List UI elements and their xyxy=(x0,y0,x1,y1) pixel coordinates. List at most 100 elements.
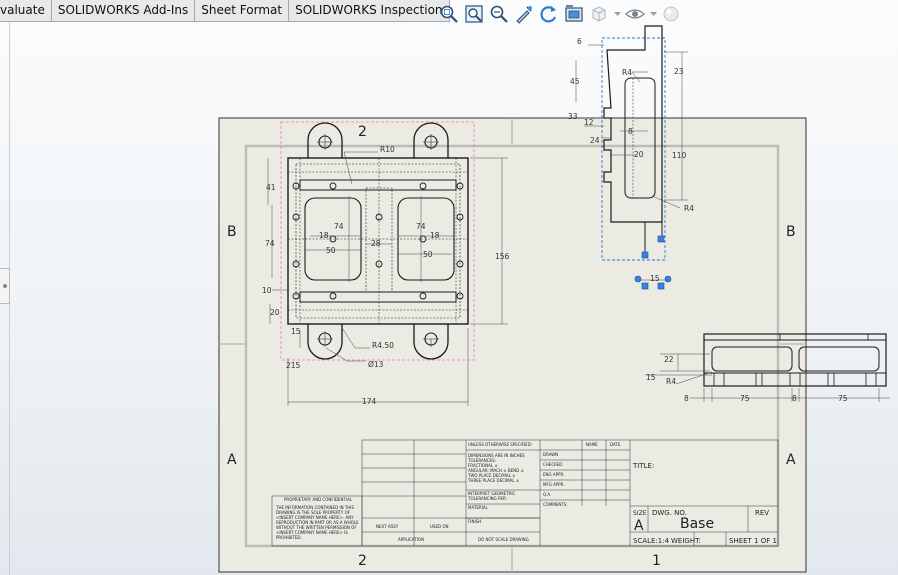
svg-text:APPLICATION: APPLICATION xyxy=(398,537,424,542)
dimension-74[interactable]: 74 xyxy=(334,222,344,231)
zone-label-left-b: B xyxy=(227,224,237,240)
dimension-45[interactable]: 45 xyxy=(570,77,580,86)
dimension-215[interactable]: 215 xyxy=(286,361,301,370)
view-orientation-icon[interactable] xyxy=(563,3,585,25)
side-drawing-view[interactable]: 6 45 R4 23 33 12 8 24 20 110 R4 15 xyxy=(568,25,694,290)
svg-text:DWG. NO.: DWG. NO. xyxy=(652,509,687,517)
select-icon[interactable] xyxy=(513,3,535,25)
dimension-8[interactable]: 8 xyxy=(792,394,797,403)
zone-label-bottom-2: 2 xyxy=(358,553,367,569)
dimension-10[interactable]: 10 xyxy=(262,286,272,295)
dimension-22[interactable]: 22 xyxy=(664,355,674,364)
svg-text:Q.A.: Q.A. xyxy=(543,492,551,497)
dimension-75[interactable]: 75 xyxy=(740,394,750,403)
dimension-15[interactable]: 15 xyxy=(291,327,301,336)
command-manager-tabs: valuate SOLIDWORKS Add-Ins Sheet Format … xyxy=(0,0,450,22)
svg-text:DIMENSIONS ARE IN INCHES: DIMENSIONS ARE IN INCHES xyxy=(468,453,525,458)
svg-text:SIZE: SIZE xyxy=(633,510,647,517)
dimension-6[interactable]: 6 xyxy=(577,37,582,46)
svg-text:MATERIAL: MATERIAL xyxy=(468,505,489,510)
title-block[interactable] xyxy=(271,439,779,547)
dimension-12[interactable]: 12 xyxy=(584,118,594,127)
zoom-to-area-icon[interactable] xyxy=(463,3,485,25)
zone-label-top-2: 2 xyxy=(358,124,367,140)
dimension-20[interactable]: 20 xyxy=(634,150,644,159)
svg-text:<INSERT COMPANY NAME HERE>. AN: <INSERT COMPANY NAME HERE>. ANY xyxy=(276,515,354,520)
svg-text:THREE PLACE DECIMAL ±: THREE PLACE DECIMAL ± xyxy=(467,478,519,483)
svg-text:WEIGHT:: WEIGHT: xyxy=(671,537,701,545)
zone-label-bottom-1: 1 xyxy=(652,553,661,569)
dimension-33[interactable]: 33 xyxy=(568,112,578,121)
dimension-18[interactable]: 18 xyxy=(430,231,440,240)
dimension-r4-50[interactable]: R4.50 xyxy=(372,341,394,350)
dimension-74[interactable]: 74 xyxy=(416,222,426,231)
svg-text:DRAWN: DRAWN xyxy=(543,452,558,457)
dimension-diameter-13[interactable]: Ø13 xyxy=(368,360,384,369)
dimension-24[interactable]: 24 xyxy=(590,136,600,145)
dimension-15[interactable]: 15 xyxy=(646,373,656,382)
dimension-28[interactable]: 28 xyxy=(371,239,381,248)
svg-text:DO NOT SCALE DRAWING: DO NOT SCALE DRAWING xyxy=(478,537,529,542)
tab-evaluate[interactable]: valuate xyxy=(0,0,52,22)
svg-text:INTERPRET GEOMETRIC: INTERPRET GEOMETRIC xyxy=(468,491,516,496)
dimension-r4[interactable]: R4 xyxy=(684,204,694,213)
dimension-18[interactable]: 18 xyxy=(319,231,329,240)
svg-text:ANGULAR: MACH ± BEND ±: ANGULAR: MACH ± BEND ± xyxy=(468,468,524,473)
svg-text:CHECKED: CHECKED xyxy=(543,462,562,467)
svg-text:WITHOUT THE WRITTEN PERMISSION: WITHOUT THE WRITTEN PERMISSION OF xyxy=(276,525,357,530)
dimension-74-left[interactable]: 74 xyxy=(265,239,275,248)
svg-text:SHEET 1 OF 1: SHEET 1 OF 1 xyxy=(729,537,777,545)
tab-solidworks-inspection[interactable]: SOLIDWORKS Inspection xyxy=(289,0,450,22)
chevron-down-icon[interactable] xyxy=(613,3,621,25)
dimension-75[interactable]: 75 xyxy=(838,394,848,403)
front-drawing-view[interactable]: R10 41 74 18 50 74 28 74 18 50 156 10 20… xyxy=(262,121,510,406)
drawing-sheet xyxy=(218,117,807,573)
zoom-in-out-icon[interactable] xyxy=(488,3,510,25)
panel-collapse-handle[interactable] xyxy=(0,268,10,304)
svg-text:ENG APPR.: ENG APPR. xyxy=(543,472,564,477)
svg-text:MFG APPR.: MFG APPR. xyxy=(543,482,565,487)
zone-label-left-a: A xyxy=(227,452,237,468)
svg-text:SCALE:1:4: SCALE:1:4 xyxy=(633,537,670,545)
dimension-110[interactable]: 110 xyxy=(672,151,687,160)
svg-text:REPRODUCTION IN PART OR AS A W: REPRODUCTION IN PART OR AS A WHOLE xyxy=(276,520,359,525)
tab-sheet-format[interactable]: Sheet Format xyxy=(195,0,290,22)
svg-text:PROHIBITED.: PROHIBITED. xyxy=(276,535,302,540)
dimension-r10[interactable]: R10 xyxy=(380,145,395,154)
dimension-8[interactable]: 8 xyxy=(628,127,633,136)
svg-text:TWO PLACE DECIMAL ±: TWO PLACE DECIMAL ± xyxy=(467,473,515,478)
hide-show-icon[interactable] xyxy=(624,3,646,25)
svg-text:NAME: NAME xyxy=(586,442,598,447)
grip-dot xyxy=(3,284,7,288)
dimension-r4[interactable]: R4 xyxy=(666,377,676,386)
bottom-drawing-view[interactable]: 22 15 R4 8 75 8 75 xyxy=(645,333,890,403)
dimension-41[interactable]: 41 xyxy=(266,183,276,192)
svg-text:TOLERANCING PER:: TOLERANCING PER: xyxy=(467,496,507,501)
dimension-20[interactable]: 20 xyxy=(270,308,280,317)
svg-text:<INSERT COMPANY NAME HERE> IS: <INSERT COMPANY NAME HERE> IS xyxy=(276,530,348,535)
chevron-down-icon[interactable] xyxy=(649,3,657,25)
dimension-15[interactable]: 15 xyxy=(650,274,660,283)
zoom-to-fit-icon[interactable] xyxy=(438,3,460,25)
svg-text:DATE: DATE xyxy=(610,442,621,447)
svg-text:NEXT ASSY: NEXT ASSY xyxy=(376,524,399,529)
dimension-8[interactable]: 8 xyxy=(684,394,689,403)
dimension-174[interactable]: 174 xyxy=(362,397,377,406)
title-block-text: UNLESS OTHERWISE SPECIFIED: NAME DATE DI… xyxy=(275,442,777,545)
dimension-50[interactable]: 50 xyxy=(326,246,336,255)
svg-text:Base: Base xyxy=(680,516,714,532)
svg-text:FRACTIONAL ±: FRACTIONAL ± xyxy=(468,463,498,468)
dimension-156[interactable]: 156 xyxy=(495,252,510,261)
dimension-50[interactable]: 50 xyxy=(423,250,433,259)
svg-text:THE INFORMATION CONTAINED IN T: THE INFORMATION CONTAINED IN THIS xyxy=(275,505,354,510)
svg-text:TOLERANCES:: TOLERANCES: xyxy=(467,458,496,463)
dimension-r4[interactable]: R4 xyxy=(622,68,632,77)
rotate-view-icon[interactable] xyxy=(538,3,560,25)
display-style-icon xyxy=(588,3,610,25)
dimension-23[interactable]: 23 xyxy=(674,67,684,76)
svg-text:A: A xyxy=(634,518,644,534)
svg-text:PROPRIETARY AND CONFIDENTIAL: PROPRIETARY AND CONFIDENTIAL xyxy=(284,497,353,502)
selection-handles[interactable] xyxy=(634,235,672,290)
tab-solidworks-add-ins[interactable]: SOLIDWORKS Add-Ins xyxy=(51,0,196,22)
